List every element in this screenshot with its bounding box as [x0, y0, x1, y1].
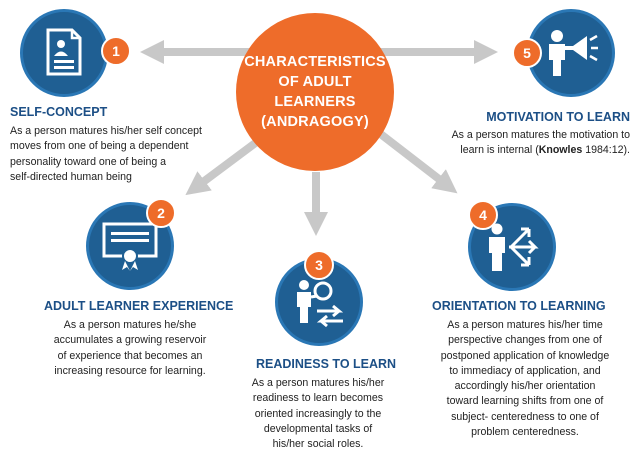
- item-4-title: ORIENTATION TO LEARNING: [432, 299, 606, 313]
- item-5-title: MOTIVATION TO LEARN: [486, 110, 630, 124]
- arrow-to-item-4: [375, 128, 458, 194]
- person-magnifier-icon: [297, 280, 344, 328]
- item-2-description: As a person matures he/she accumulates a…: [53, 319, 207, 377]
- center-title-line-3: (ANDRAGOGY): [261, 114, 369, 130]
- item-1-description: As a person matures his/her self concept…: [10, 125, 202, 183]
- item-5-number-badge: 5: [512, 38, 542, 68]
- item-2-title: ADULT LEARNER EXPERIENCE: [44, 299, 234, 313]
- center-title-line-1: CHARACTERISTICS: [244, 54, 386, 70]
- item-2-number-badge: 2: [146, 198, 176, 228]
- item-1-title: SELF-CONCEPT: [10, 105, 108, 119]
- item-3-title: READINESS TO LEARN: [256, 357, 397, 371]
- item-1-number-badge: 1: [101, 36, 131, 66]
- item-5-description: As a person matures the motivation to le…: [451, 129, 630, 157]
- arrow-to-item-2: [185, 134, 265, 196]
- id-document-icon: [46, 28, 82, 76]
- center-title-circle: CHARACTERISTICS OF ADULT LEARNERS (ANDRA…: [236, 13, 394, 171]
- item-4-number-badge: 4: [468, 200, 498, 230]
- item-3-description: As a person matures his/her readiness to…: [251, 377, 385, 451]
- center-title-line-2: OF ADULT LEARNERS: [274, 74, 356, 110]
- item-3-number-badge: 3: [304, 250, 334, 280]
- certificate-icon: [102, 222, 158, 271]
- person-megaphone-icon: [549, 30, 598, 76]
- item-4-description: As a person matures his/her time perspec…: [440, 319, 610, 439]
- person-direction-arrows-icon: [489, 223, 539, 271]
